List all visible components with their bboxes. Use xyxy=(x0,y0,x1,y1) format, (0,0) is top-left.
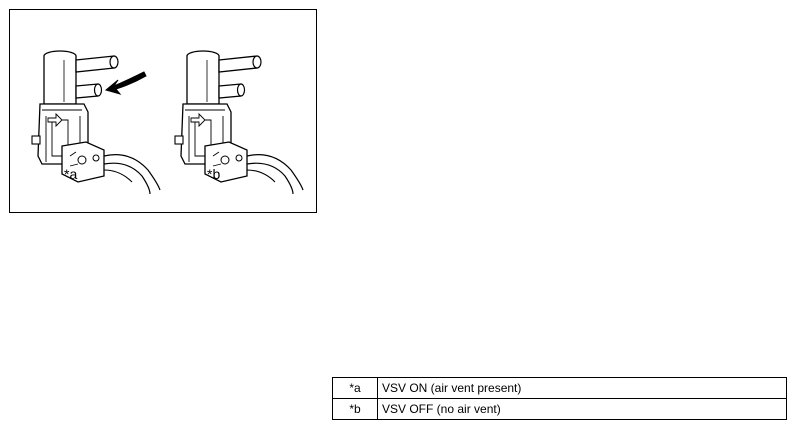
vsv-valve-off-illustration xyxy=(174,50,304,195)
table-row: *b VSV OFF (no air vent) xyxy=(332,398,787,420)
table-row: *a VSV ON (air vent present) xyxy=(332,377,787,399)
legend-key: *a xyxy=(332,377,378,399)
figure-label-a: *a xyxy=(64,166,78,182)
legend-value: VSV OFF (no air vent) xyxy=(377,398,787,420)
legend-table: *a VSV ON (air vent present) *b VSV OFF … xyxy=(332,377,787,420)
vsv-illustration xyxy=(31,50,304,195)
figure-label-b: *b xyxy=(207,166,221,182)
legend-key: *b xyxy=(332,398,378,420)
vsv-valve-on-illustration xyxy=(31,50,161,195)
air-flow-arrow-icon xyxy=(104,71,147,95)
legend-value: VSV ON (air vent present) xyxy=(377,377,787,399)
illustration-frame: *a *b xyxy=(9,9,317,213)
